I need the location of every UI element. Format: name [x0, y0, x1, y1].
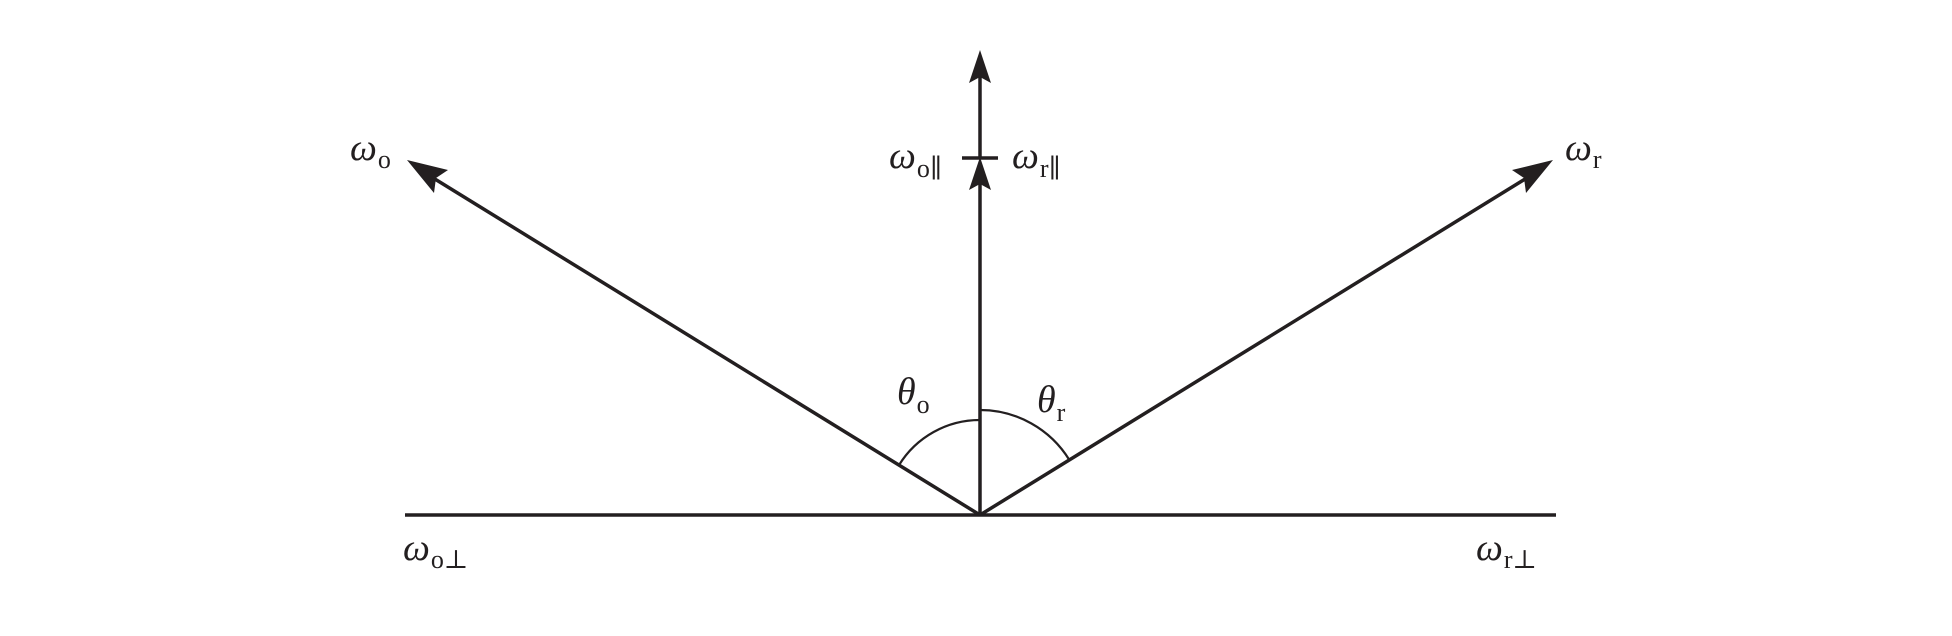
omega-o-parallel-label: ωo∥: [889, 135, 942, 183]
parallel-component-arrowhead: [969, 157, 991, 190]
omega-r-label: ωr: [1565, 127, 1602, 174]
omega-o-perpendicular-label: ωo⊥: [403, 527, 468, 574]
omega-r-vector: [979, 174, 1531, 517]
theta-r-arc: [979, 408, 1071, 461]
theta-r-label: θr: [1037, 379, 1066, 427]
omega-r-perpendicular-label: ωr⊥: [1476, 527, 1537, 574]
omega-o-label: ωo: [350, 127, 391, 174]
normal-arrowhead: [969, 50, 991, 83]
theta-o-arc: [898, 418, 981, 466]
omega-o-arrowhead: [407, 160, 448, 193]
omega-o-vector: [429, 174, 981, 517]
omega-r-parallel-label: ωr∥: [1012, 135, 1061, 183]
omega-r-arrowhead: [1512, 160, 1553, 193]
theta-o-label: θo: [897, 371, 930, 419]
